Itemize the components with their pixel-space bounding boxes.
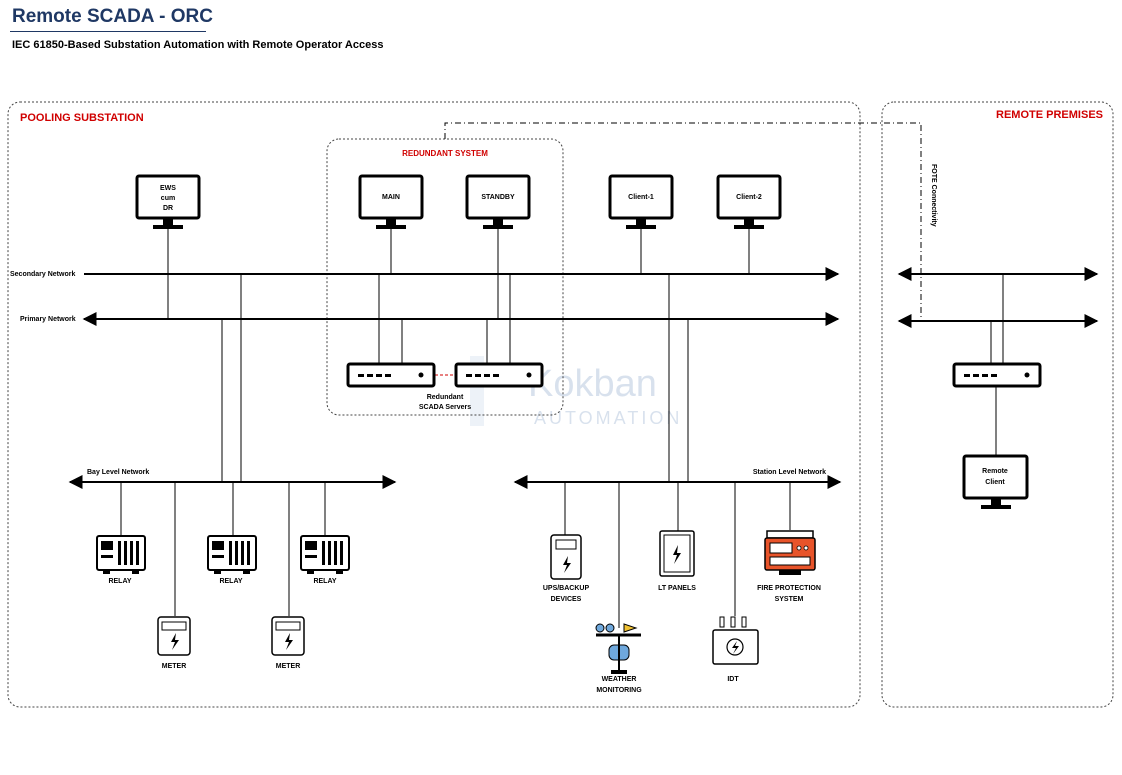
bolt-icon — [732, 641, 739, 654]
secondary-network-label: Secondary Network — [10, 271, 75, 278]
relay-2[interactable] — [207, 535, 257, 574]
remote-client-monitor[interactable]: Remote Client — [962, 454, 1029, 509]
meter-1[interactable] — [157, 616, 191, 656]
client2-monitor[interactable]: Client-2 — [716, 174, 782, 229]
relay-1-label: RELAY — [108, 578, 131, 585]
servers-label-2: SCADA Servers — [419, 404, 471, 411]
page-title: Remote SCADA - ORC — [12, 6, 213, 27]
connections — [120, 229, 1004, 628]
weather-label-2: MONITORING — [596, 687, 642, 694]
ews-label-2: cum — [161, 195, 175, 202]
primary-network-label: Primary Network — [20, 316, 76, 323]
fire-label-2: SYSTEM — [775, 596, 804, 603]
idt-transformer[interactable] — [712, 616, 759, 665]
fote-link — [444, 122, 922, 320]
fote-label: FOTE Connectivity — [930, 164, 937, 227]
remote-client-label-1: Remote — [982, 468, 1008, 475]
fire-protection-panel[interactable] — [764, 530, 816, 575]
relay-2-label: RELAY — [219, 578, 242, 585]
fire-label-1: FIRE PROTECTION — [757, 585, 821, 592]
ews-label-1: EWS — [160, 185, 176, 192]
scada-server-standby[interactable] — [454, 362, 544, 388]
ups-label-2: DEVICES — [551, 596, 582, 603]
main-label: MAIN — [382, 194, 400, 201]
servers-label-1: Redundant — [427, 394, 464, 401]
standby-label: STANDBY — [481, 194, 515, 201]
weather-station[interactable] — [595, 623, 641, 674]
weather-label-1: WEATHER — [602, 676, 637, 683]
client2-label: Client-2 — [736, 194, 762, 201]
bolt-icon — [673, 545, 681, 564]
redundant-zone-label: REDUNDANT SYSTEM — [402, 149, 488, 158]
client1-monitor[interactable]: Client-1 — [608, 174, 674, 229]
meter-2[interactable] — [271, 616, 305, 656]
bolt-icon — [285, 633, 293, 650]
ups-device[interactable] — [550, 534, 582, 580]
station-network-label: Station Level Network — [753, 469, 826, 476]
meter-2-label: METER — [276, 663, 301, 670]
watermark-text: Kokban — [528, 363, 657, 405]
remote-client-label-2: Client — [985, 479, 1005, 486]
meter-1-label: METER — [162, 663, 187, 670]
standby-monitor[interactable]: STANDBY — [465, 174, 531, 229]
bolt-icon — [563, 556, 571, 573]
relay-1[interactable] — [96, 535, 146, 574]
page-subtitle: IEC 61850-Based Substation Automation wi… — [12, 39, 384, 51]
watermark-subtext: AUTOMATION — [534, 408, 682, 428]
scada-server-main[interactable] — [346, 362, 436, 388]
lt-panel[interactable] — [659, 530, 695, 577]
remote-zone-label: REMOTE PREMISES — [996, 109, 1103, 121]
ews-monitor[interactable]: EWS cum DR — [135, 174, 201, 229]
relay-3-label: RELAY — [313, 578, 336, 585]
lt-panels-label: LT PANELS — [658, 585, 696, 592]
pooling-substation-zone — [7, 101, 861, 708]
relay-3[interactable] — [300, 535, 350, 574]
ews-label-3: DR — [163, 205, 173, 212]
remote-premises-zone — [881, 101, 1114, 708]
remote-server[interactable] — [952, 362, 1042, 388]
ups-label-1: UPS/BACKUP — [543, 585, 590, 592]
main-monitor[interactable]: MAIN — [358, 174, 424, 229]
title-underline — [10, 31, 206, 32]
bay-network-label: Bay Level Network — [87, 469, 149, 476]
idt-label: IDT — [727, 676, 739, 683]
client1-label: Client-1 — [628, 194, 654, 201]
pooling-zone-label: POOLING SUBSTATION — [20, 112, 144, 124]
bolt-icon — [171, 633, 179, 650]
